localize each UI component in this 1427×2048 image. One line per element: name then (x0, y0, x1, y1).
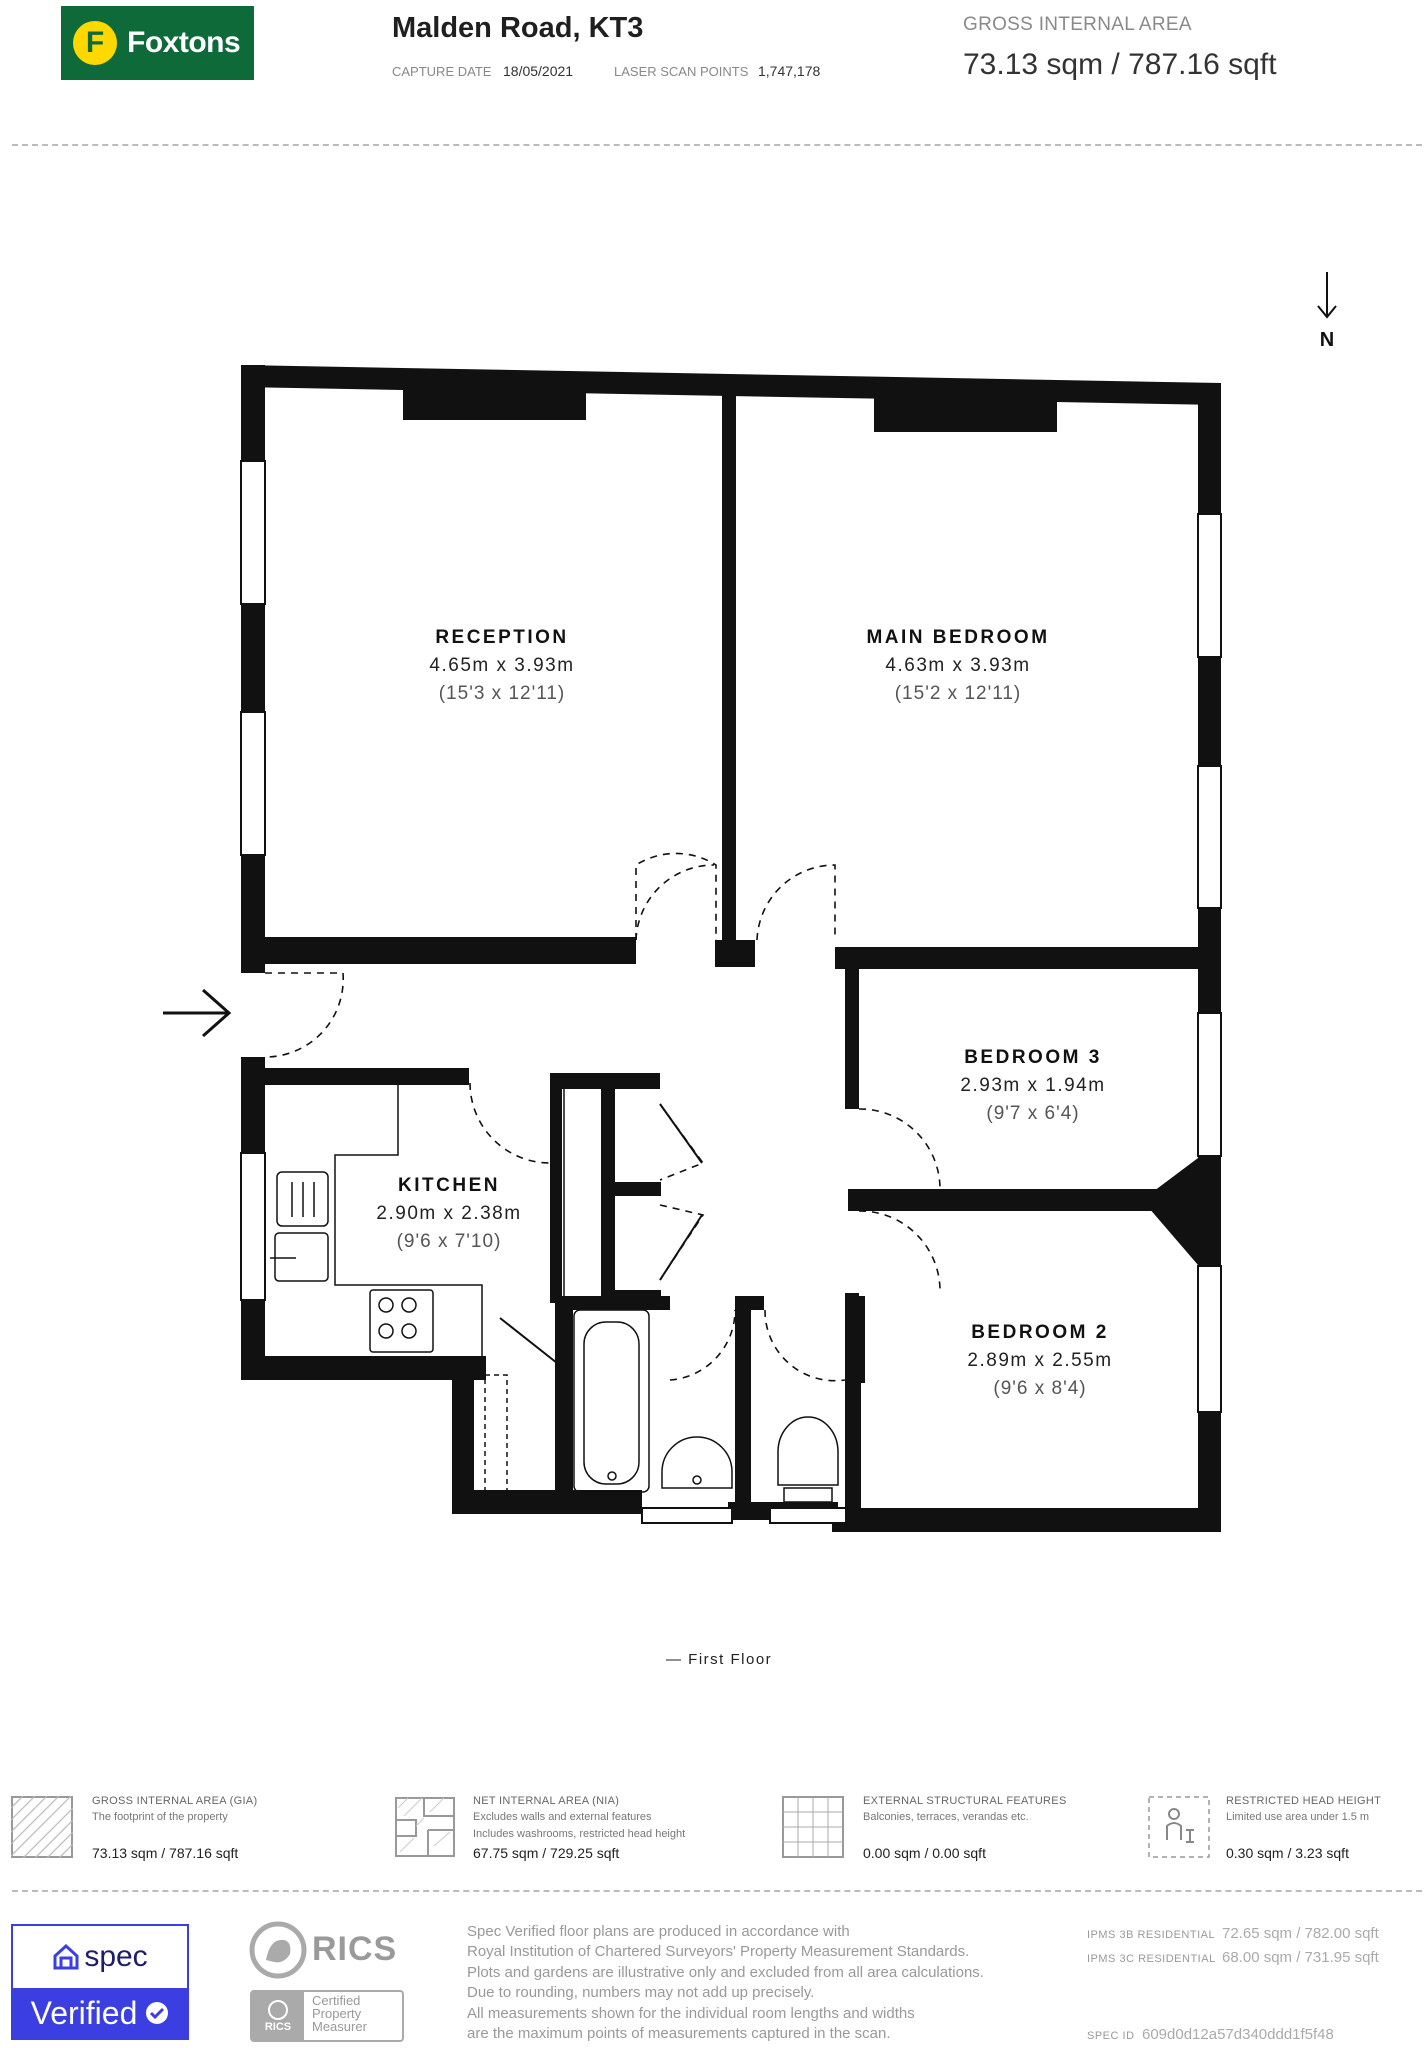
legend-external-subtitle: Balconies, terraces, verandas etc. (863, 1811, 1029, 1823)
gia-header-label: GROSS INTERNAL AREA (963, 14, 1192, 35)
spec-logo: spec (13, 1926, 187, 1988)
svg-text:(9'6 x 7'10): (9'6 x 7'10) (397, 1231, 502, 1252)
foxtons-f-icon: F (73, 21, 117, 65)
kitchen-counters (270, 1085, 565, 1498)
ipms-3c-label: IPMS 3C RESIDENTIAL (1087, 1953, 1216, 1965)
svg-text:(9'7 x 6'4): (9'7 x 6'4) (986, 1103, 1079, 1124)
brand-name: Foxtons (127, 26, 241, 59)
walls (241, 365, 1221, 1532)
legend-gia-title: GROSS INTERNAL AREA (GIA) (92, 1795, 258, 1807)
scan-points-value: 1,747,178 (758, 63, 821, 79)
rics-small-lion-icon (268, 2000, 288, 2020)
scan-points-label: LASER SCAN POINTS (614, 64, 749, 79)
north-label: N (1320, 329, 1334, 351)
nia-plan-icon (395, 1797, 455, 1857)
rics-lion-icon (249, 1921, 307, 1979)
spec-id-value: 609d0d12a57d340ddd1f5f48 (1142, 2026, 1334, 2043)
capture-date-value: 18/05/2021 (503, 63, 574, 79)
svg-text:MAIN BEDROOM: MAIN BEDROOM (866, 627, 1049, 648)
ipms-3b-label: IPMS 3B RESIDENTIAL (1087, 1929, 1216, 1941)
legend-gia-subtitle: The footprint of the property (92, 1811, 228, 1823)
external-features-grid-icon (782, 1796, 844, 1858)
svg-text:2.90m x 2.38m: 2.90m x 2.38m (376, 1203, 521, 1224)
header-divider (12, 144, 1422, 146)
svg-text:(15'2 x 12'11): (15'2 x 12'11) (895, 683, 1022, 704)
north-arrow-icon (1317, 272, 1337, 319)
gia-header-value: 73.13 sqm / 787.16 sqft (963, 48, 1277, 81)
footer-divider (12, 1890, 1422, 1892)
windows (240, 460, 1222, 1524)
legend-nia-subtitle-1: Excludes walls and external features (473, 1811, 652, 1823)
svg-text:BEDROOM 3: BEDROOM 3 (964, 1047, 1102, 1068)
rics-logo-text: RICS (312, 1930, 398, 1968)
room-reception: RECEPTION 4.65m x 3.93m (15'3 x 12'11) (429, 627, 574, 704)
svg-text:(15'3 x 12'11): (15'3 x 12'11) (439, 683, 566, 704)
legend-nia-title: NET INTERNAL AREA (NIA) (473, 1795, 620, 1807)
spec-house-icon (53, 1943, 79, 1970)
svg-text:4.65m x 3.93m: 4.65m x 3.93m (429, 655, 574, 676)
bathroom-fixtures (573, 1309, 839, 1503)
legend-head-height-title: RESTRICTED HEAD HEIGHT (1226, 1795, 1382, 1807)
legend-nia-value: 67.75 sqm / 729.25 sqft (473, 1845, 620, 1861)
head-height-person-icon (1148, 1796, 1210, 1858)
svg-text:(9'6 x 8'4): (9'6 x 8'4) (993, 1378, 1086, 1399)
legend-external-title: EXTERNAL STRUCTURAL FEATURES (863, 1795, 1067, 1807)
certified-measurer-badge: RICS (250, 1990, 404, 2042)
ipms-3c-value: 68.00 sqm / 731.95 sqft (1222, 1949, 1379, 1966)
svg-text:KITCHEN: KITCHEN (398, 1175, 500, 1196)
foxtons-logo: F Foxtons (61, 6, 254, 80)
rics-small-logo: RICS (252, 1992, 304, 2040)
legend-head-height-subtitle: Limited use area under 1.5 m (1226, 1811, 1370, 1823)
room-kitchen: KITCHEN 2.90m x 2.38m (9'6 x 7'10) (376, 1175, 521, 1252)
room-bedroom-2: BEDROOM 2 2.89m x 2.55m (9'6 x 8'4) (967, 1322, 1112, 1399)
legend-head-height-value: 0.30 sqm / 3.23 sqft (1226, 1845, 1349, 1861)
svg-text:RECEPTION: RECEPTION (435, 627, 568, 648)
certified-measurer-text: Certified Property Measurer (312, 1993, 367, 2034)
verified-check-icon (146, 2002, 169, 2024)
disclaimer-text: Spec Verified floor plans are produced i… (467, 1923, 984, 2043)
svg-text:2.93m x 1.94m: 2.93m x 1.94m (960, 1075, 1105, 1096)
ipms-3b-value: 72.65 sqm / 782.00 sqft (1222, 1925, 1379, 1942)
floor-label: — First Floor (666, 1651, 773, 1668)
entrance-arrow-icon (163, 988, 232, 1038)
svg-text:BEDROOM 2: BEDROOM 2 (971, 1322, 1109, 1343)
room-main-bedroom: MAIN BEDROOM 4.63m x 3.93m (15'2 x 12'11… (866, 627, 1049, 704)
legend-nia-subtitle-2: Includes washrooms, restricted head heig… (473, 1828, 686, 1840)
legend-external-value: 0.00 sqm / 0.00 sqft (863, 1845, 986, 1861)
spec-id-label: SPEC ID (1087, 2030, 1135, 2042)
gia-hatch-icon (11, 1796, 73, 1858)
spec-verified-badge: spec Verified (11, 1924, 189, 2040)
legend-gia-value: 73.13 sqm / 787.16 sqft (92, 1845, 239, 1861)
verified-banner: Verified (13, 1988, 187, 2038)
svg-text:4.63m x 3.93m: 4.63m x 3.93m (885, 655, 1030, 676)
svg-text:2.89m x 2.55m: 2.89m x 2.55m (967, 1350, 1112, 1371)
room-bedroom-3: BEDROOM 3 2.93m x 1.94m (9'7 x 6'4) (960, 1047, 1105, 1124)
property-address: Malden Road, KT3 (392, 12, 644, 44)
capture-date-label: CAPTURE DATE (392, 64, 492, 79)
